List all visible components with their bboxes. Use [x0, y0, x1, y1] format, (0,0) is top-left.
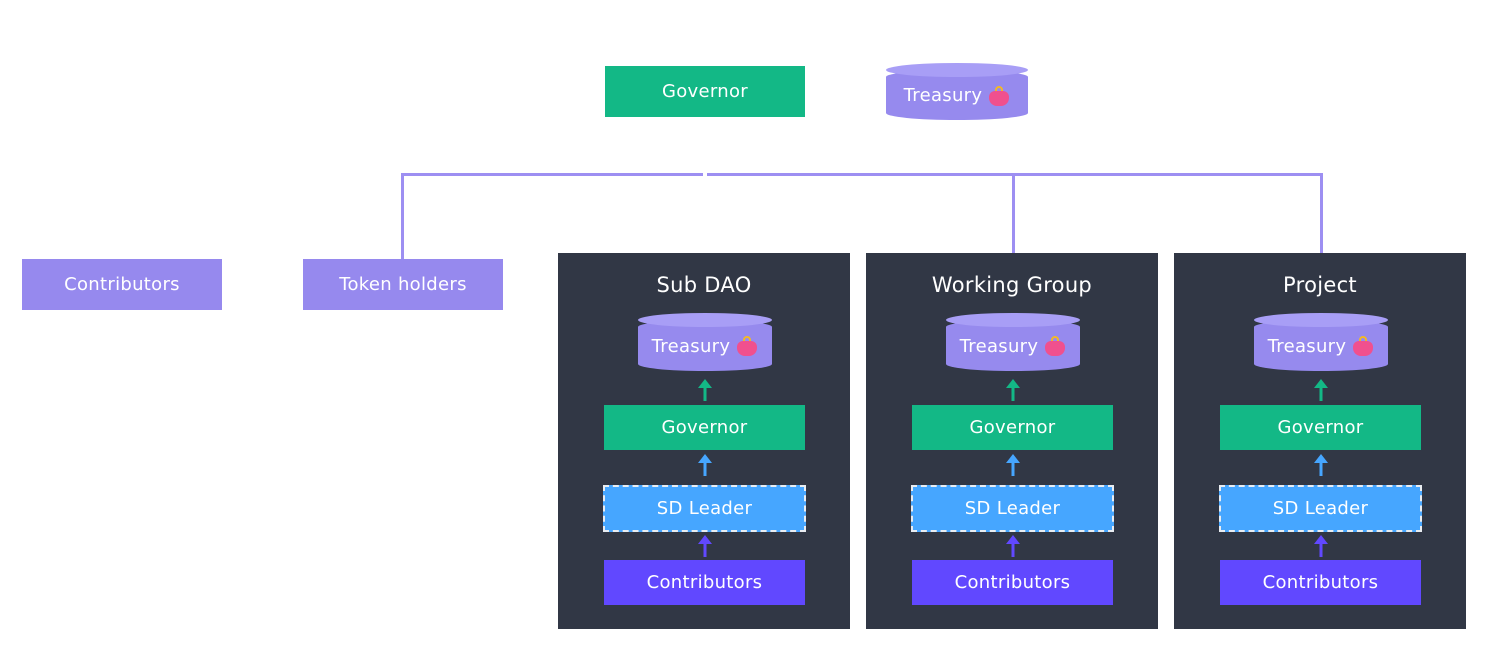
top-treasury-label-wrap: Treasury — [886, 71, 1028, 120]
panel-contributors-box: Contributors — [1220, 560, 1421, 605]
panel-treasury-label-wrap: Treasury — [638, 321, 772, 371]
cylinder-top — [638, 313, 772, 327]
top-governor-label: Governor — [662, 81, 748, 102]
panel-treasury-label: Treasury — [1267, 335, 1347, 357]
panel-treasury-label: Treasury — [959, 335, 1039, 357]
project-panel: Project Treasury Governor SD Leader Cont… — [1174, 253, 1466, 629]
panel-treasury-cylinder: Treasury — [638, 313, 772, 371]
panel-treasury-cylinder: Treasury — [946, 313, 1080, 371]
token-holders-box: Token holders — [303, 259, 503, 310]
panel-governor-box: Governor — [912, 405, 1113, 450]
sub-dao-panel: Sub DAO Treasury Governor SD Leader Cont… — [558, 253, 850, 629]
panel-governor-label: Governor — [1277, 417, 1364, 438]
panel-governor-label: Governor — [661, 417, 748, 438]
cylinder-top — [1254, 313, 1388, 327]
panel-governor-box: Governor — [604, 405, 805, 450]
panel-contributors-label: Contributors — [646, 572, 763, 593]
connector-horizontal-left — [401, 173, 703, 176]
cylinder-top — [886, 63, 1028, 77]
arrow-up-icon — [1006, 454, 1020, 476]
panel-treasury-cylinder: Treasury — [1254, 313, 1388, 371]
top-governor-box: Governor — [605, 66, 805, 117]
arrow-up-icon — [1006, 379, 1020, 401]
panel-contributors-box: Contributors — [604, 560, 805, 605]
panel-leader-label: SD Leader — [964, 498, 1061, 519]
panel-leader-label: SD Leader — [656, 498, 753, 519]
panel-treasury-label-wrap: Treasury — [946, 321, 1080, 371]
token-holders-label: Token holders — [339, 274, 467, 295]
arrow-up-icon — [698, 535, 712, 557]
panel-governor-label: Governor — [969, 417, 1056, 438]
arrow-up-icon — [698, 379, 712, 401]
purse-icon — [988, 85, 1010, 106]
purse-icon — [1044, 336, 1066, 356]
top-treasury-label: Treasury — [903, 85, 983, 106]
cylinder-top — [946, 313, 1080, 327]
panel-leader-box: SD Leader — [911, 485, 1114, 532]
panel-governor-box: Governor — [1220, 405, 1421, 450]
working-group-panel: Working Group Treasury Governor SD Leade… — [866, 253, 1158, 629]
panel-treasury-label-wrap: Treasury — [1254, 321, 1388, 371]
panel-contributors-label: Contributors — [954, 572, 1071, 593]
purse-icon — [1352, 336, 1374, 356]
panel-leader-box: SD Leader — [603, 485, 806, 532]
arrow-up-icon — [1314, 454, 1328, 476]
connector-horizontal-right — [707, 173, 1323, 176]
panel-contributors-box: Contributors — [912, 560, 1113, 605]
connector-working-group — [1012, 173, 1015, 253]
panel-treasury-label: Treasury — [651, 335, 731, 357]
connector-project — [1320, 173, 1323, 253]
panel-leader-label: SD Leader — [1272, 498, 1369, 519]
arrow-up-icon — [698, 454, 712, 476]
connector-token-holders — [401, 173, 404, 259]
contributors-box: Contributors — [22, 259, 222, 310]
panel-title: Sub DAO — [656, 273, 752, 297]
contributors-label: Contributors — [64, 274, 180, 295]
arrow-up-icon — [1314, 379, 1328, 401]
arrow-up-icon — [1006, 535, 1020, 557]
panel-title: Working Group — [931, 273, 1093, 297]
purse-icon — [736, 336, 758, 356]
panel-leader-box: SD Leader — [1219, 485, 1422, 532]
panel-title: Project — [1283, 273, 1357, 297]
panel-contributors-label: Contributors — [1262, 572, 1379, 593]
arrow-up-icon — [1314, 535, 1328, 557]
top-treasury-cylinder: Treasury — [886, 63, 1028, 120]
